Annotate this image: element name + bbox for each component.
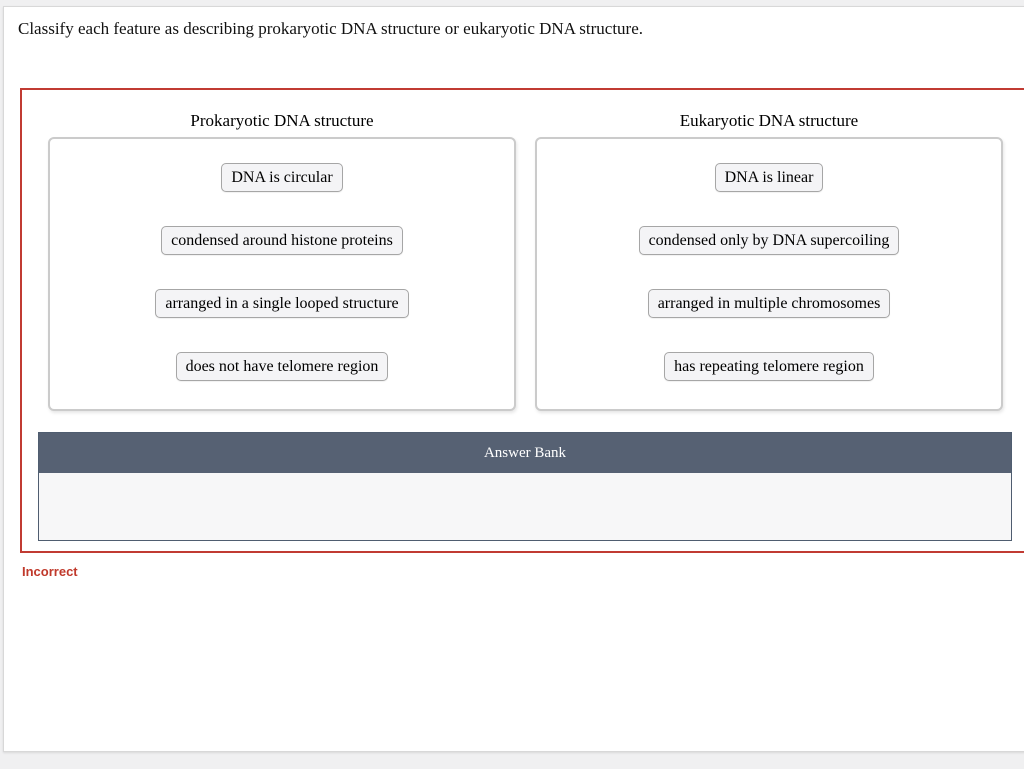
chip-dna-is-circular[interactable]: DNA is circular xyxy=(221,163,343,192)
chip-does-not-have-telomere-region[interactable]: does not have telomere region xyxy=(175,352,389,381)
answer-bank: Answer Bank xyxy=(38,432,1012,541)
feedback-status-label: Incorrect xyxy=(22,564,78,579)
question-prompt: Classify each feature as describing prok… xyxy=(18,19,644,38)
answer-bank-dropzone[interactable] xyxy=(39,473,1011,540)
chip-arranged-in-a-single-looped-structure[interactable]: arranged in a single looped structure xyxy=(155,289,409,318)
chip-condensed-only-by-dna-supercoiling[interactable]: condensed only by DNA supercoiling xyxy=(638,226,900,255)
prokaryotic-dropzone[interactable]: DNA is circular condensed around histone… xyxy=(48,137,516,411)
answer-bank-header: Answer Bank xyxy=(39,433,1011,473)
chip-arranged-in-multiple-chromosomes[interactable]: arranged in multiple chromosomes xyxy=(647,289,891,318)
chip-has-repeating-telomere-region[interactable]: has repeating telomere region xyxy=(664,352,874,381)
eukaryotic-dropzone[interactable]: DNA is linear condensed only by DNA supe… xyxy=(535,137,1003,411)
chip-condensed-around-histone-proteins[interactable]: condensed around histone proteins xyxy=(161,226,403,255)
column-title-prokaryotic: Prokaryotic DNA structure xyxy=(190,111,374,130)
column-title-eukaryotic: Eukaryotic DNA structure xyxy=(679,111,859,130)
incorrect-answer-region xyxy=(20,88,1024,553)
chip-dna-is-linear[interactable]: DNA is linear xyxy=(714,163,824,192)
